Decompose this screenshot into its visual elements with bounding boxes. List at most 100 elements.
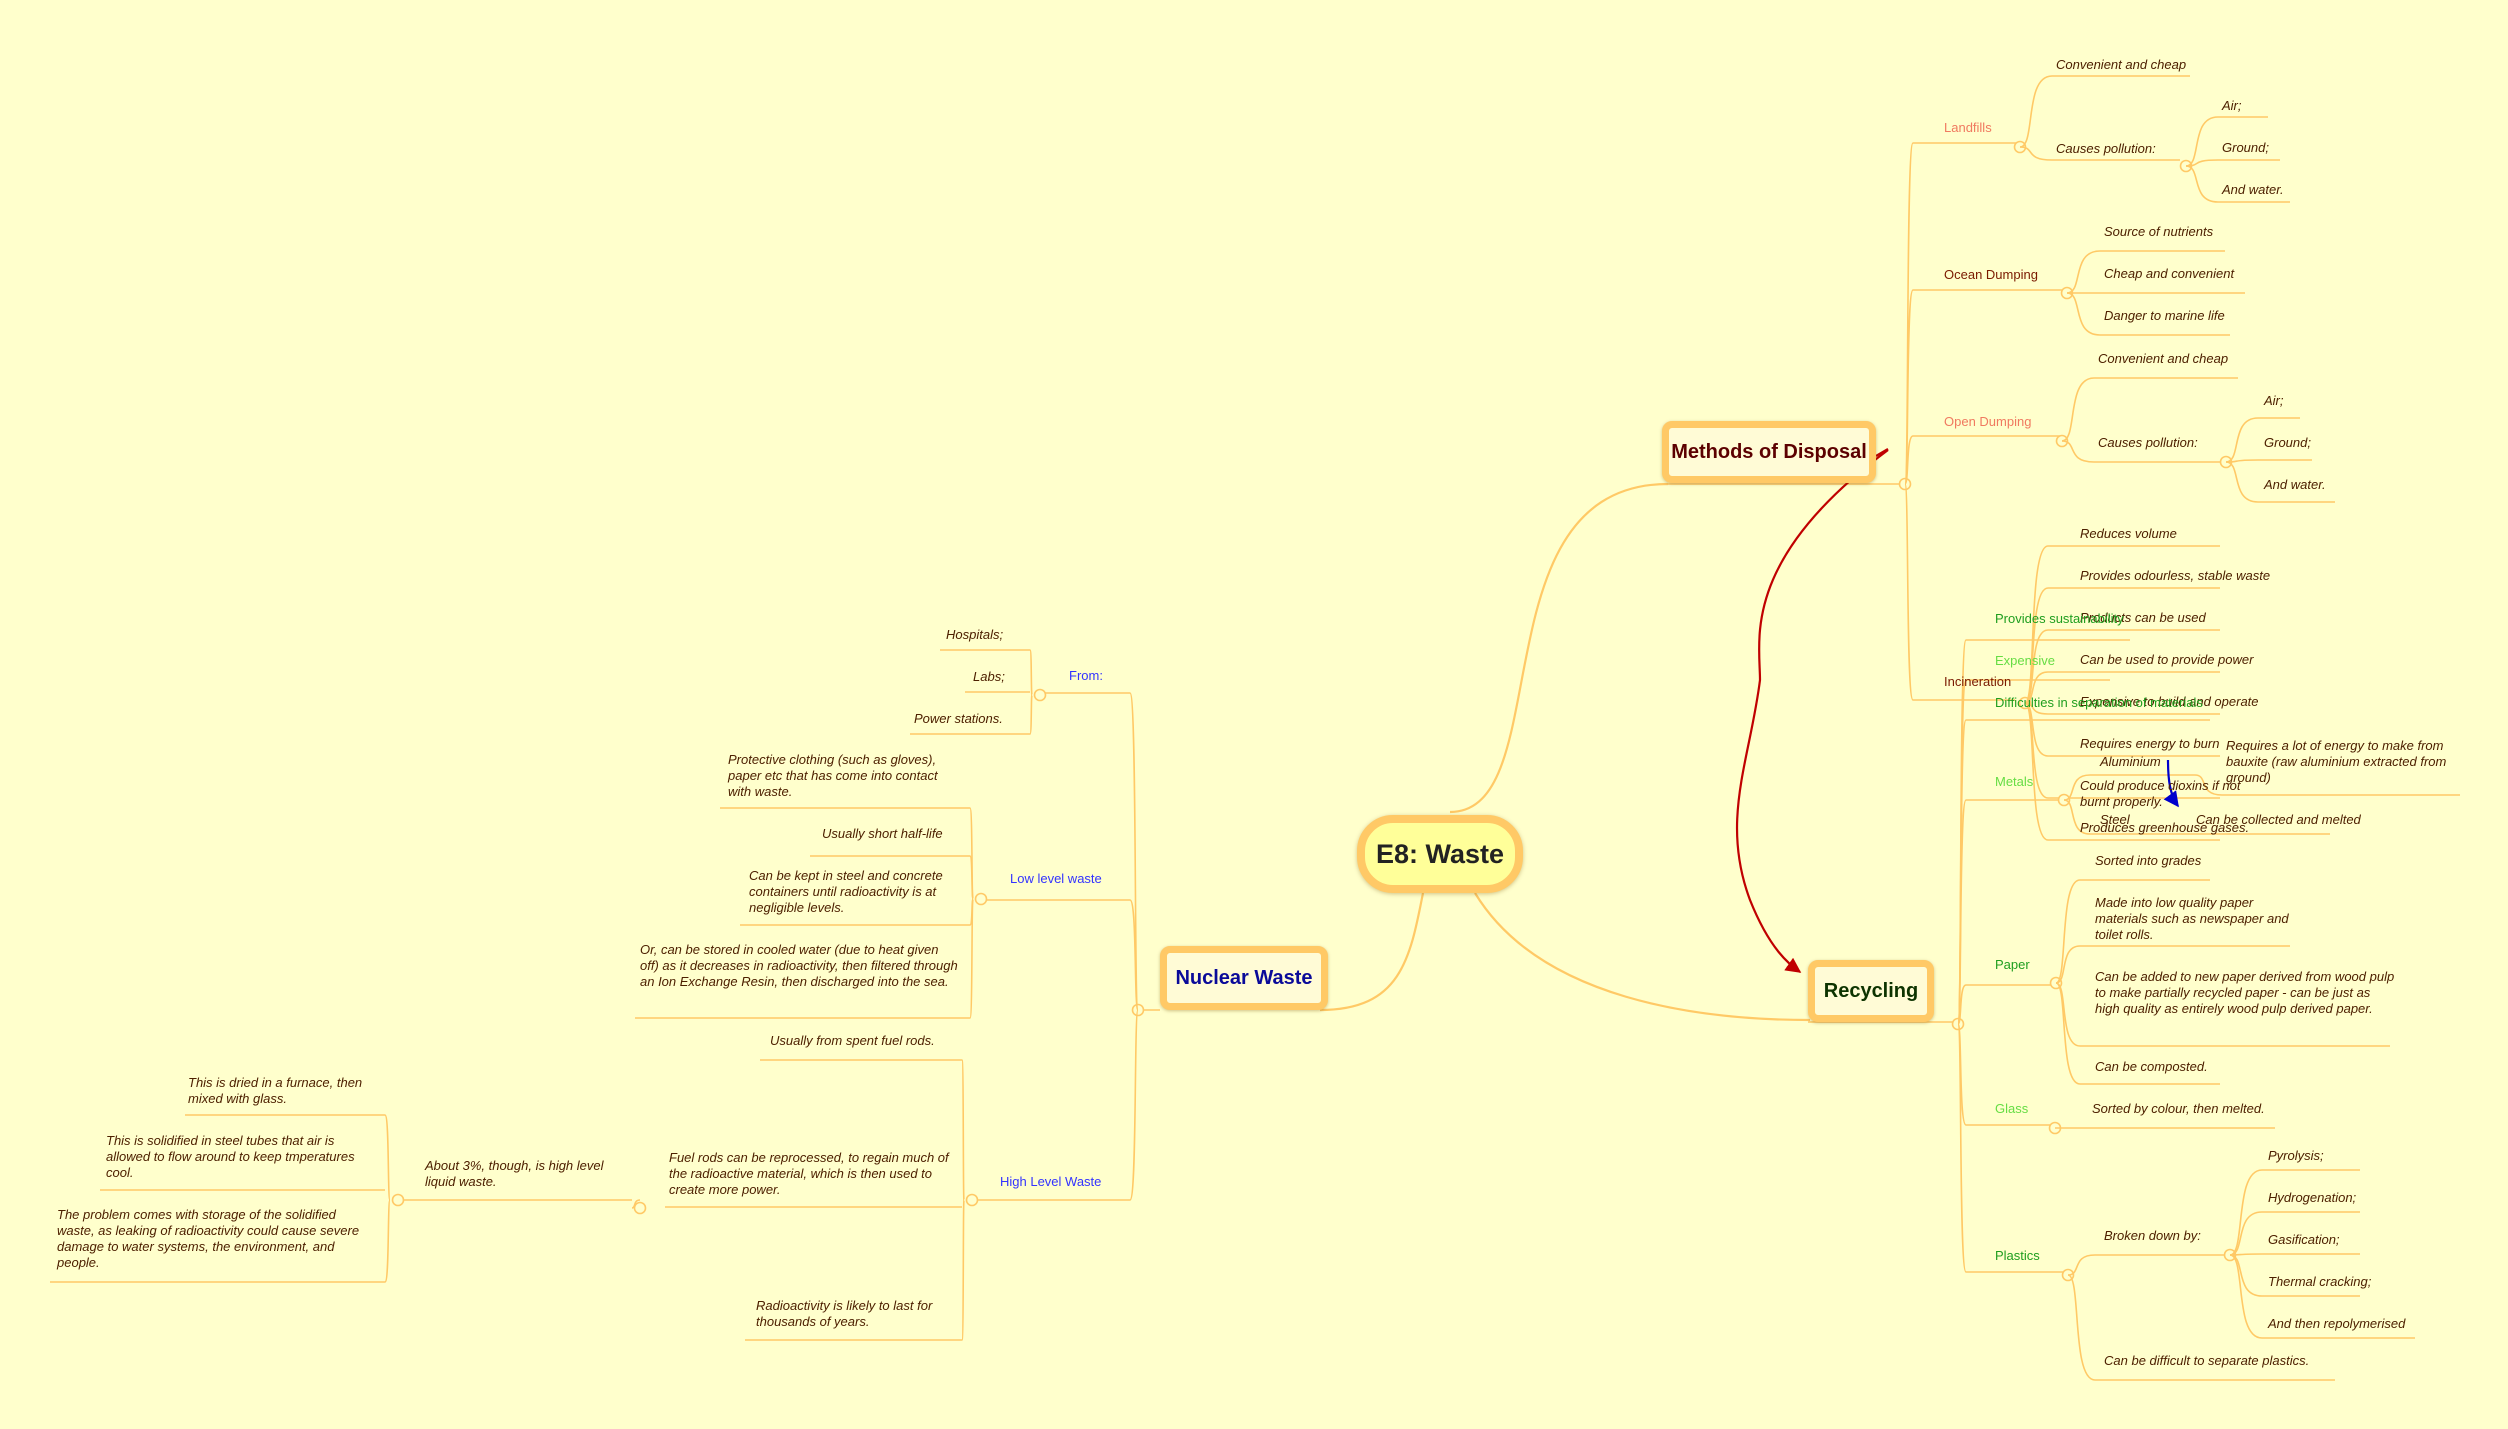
topic-text[interactable]: Labs; xyxy=(973,669,1005,684)
branch-curve xyxy=(969,855,974,900)
branch-curve xyxy=(1129,1009,1139,1201)
topic-text[interactable]: This is dried in a furnace, then mixed w… xyxy=(188,1075,363,1106)
branch-curve xyxy=(961,1199,965,1341)
branch-curve xyxy=(631,1199,641,1209)
branch-curve xyxy=(2055,879,2081,984)
topic-text[interactable]: Products can be used xyxy=(2080,610,2206,625)
main-topic-nuclear[interactable]: Nuclear Waste xyxy=(1160,946,1328,1010)
topic-text[interactable]: Aluminium xyxy=(2100,754,2161,769)
topic-text[interactable]: Cheap and convenient xyxy=(2104,266,2235,281)
topic-text[interactable]: And water. xyxy=(2264,477,2326,492)
topic-text[interactable]: Fuel rods can be reprocessed, to regain … xyxy=(669,1150,949,1197)
topic-text[interactable]: Requires energy to burn xyxy=(2080,736,2220,751)
topic-text[interactable]: Or, can be stored in cooled water (due t… xyxy=(640,942,958,989)
topic-text[interactable]: Thermal cracking; xyxy=(2268,1274,2372,1289)
topic-text[interactable]: Can be collected and melted xyxy=(2196,812,2361,827)
branch-curve xyxy=(1129,899,1139,1011)
topic-text[interactable]: Usually from spent fuel rods. xyxy=(770,1033,935,1048)
topic-text[interactable]: Ground; xyxy=(2222,140,2269,155)
topic-text[interactable]: Ground; xyxy=(2264,435,2311,450)
topic-ocean-dumping[interactable]: Ocean Dumping xyxy=(1944,267,2038,282)
collapse-toggle[interactable] xyxy=(965,1193,979,1207)
topic-text[interactable]: Air; xyxy=(2264,393,2284,408)
topic-text[interactable]: And water. xyxy=(2222,182,2284,197)
topic-text[interactable]: Power stations. xyxy=(914,711,1003,726)
branch-curve xyxy=(2061,440,2095,463)
topic-text[interactable]: Provides odourless, stable waste xyxy=(2080,568,2271,583)
collapse-toggle[interactable] xyxy=(974,892,988,906)
topic-text[interactable]: Sorted into grades xyxy=(2095,853,2202,868)
topic-paper[interactable]: Paper xyxy=(1995,957,2030,972)
topic-text[interactable]: Causes pollution: xyxy=(2056,141,2156,156)
collapse-toggle[interactable] xyxy=(1033,688,1047,702)
branch-curve xyxy=(1904,483,1914,701)
main-topic-disposal[interactable]: Methods of Disposal xyxy=(1662,421,1876,483)
topic-text[interactable]: Broken down by: xyxy=(2104,1228,2201,1243)
topic-text[interactable]: Requires a lot of energy to make from ba… xyxy=(2226,738,2447,785)
topic-text[interactable]: Made into low quality paper materials su… xyxy=(2095,895,2289,942)
branch-curve xyxy=(2229,1169,2263,1256)
branch-curve xyxy=(969,898,974,1019)
topic-text[interactable]: Hydrogenation; xyxy=(2268,1190,2357,1205)
topic-text[interactable]: Usually short half-life xyxy=(822,826,943,841)
topic-landfills[interactable]: Landfills xyxy=(1944,120,1992,135)
topic-text[interactable]: Can be kept in steel and concrete contai… xyxy=(749,868,943,915)
branch-curve xyxy=(2024,629,2049,704)
collapse-toggle[interactable] xyxy=(391,1193,405,1207)
topic-text[interactable]: Sorted by colour, then melted. xyxy=(2092,1101,2265,1116)
branch-curve xyxy=(2024,702,2049,841)
topic-incineration[interactable]: Incineration xyxy=(1944,674,2012,689)
topic-text[interactable]: Convenient and cheap xyxy=(2056,57,2187,72)
branch-curve xyxy=(2067,1254,2096,1276)
branch-curve xyxy=(1129,692,1139,1011)
topic-text[interactable]: Air; xyxy=(2222,98,2242,113)
topic-text[interactable]: Danger to marine life xyxy=(2104,308,2225,323)
topic-text[interactable]: About 3%, though, is high level liquid w… xyxy=(425,1158,604,1189)
topic-text[interactable]: Radioactivity is likely to last for thou… xyxy=(756,1298,933,1329)
topic-from[interactable]: From: xyxy=(1069,668,1103,683)
topic-text[interactable]: Source of nutrients xyxy=(2104,224,2214,239)
branch-curve xyxy=(2194,774,2223,796)
topic-metals[interactable]: Metals xyxy=(1995,774,2034,789)
topic-text[interactable]: Steel xyxy=(2100,812,2130,827)
topic-text[interactable]: Causes pollution: xyxy=(2098,435,2198,450)
branch-curve xyxy=(2225,461,2259,503)
topic-text[interactable]: The problem comes with storage of the so… xyxy=(57,1207,360,1270)
topic-text[interactable]: Protective clothing (such as gloves), pa… xyxy=(728,752,938,799)
collapse-toggle[interactable] xyxy=(633,1201,647,1215)
topic-text[interactable]: Convenient and cheap xyxy=(2098,351,2229,366)
topic-difficulties[interactable]: Difficulties in separation of materials xyxy=(1995,695,2203,710)
branch-curve xyxy=(1957,799,1967,1025)
topic-text[interactable]: Can be difficult to separate plastics. xyxy=(2104,1353,2310,1368)
topic-text[interactable]: Can be added to new paper derived from w… xyxy=(2095,969,2395,1016)
topic-sustainability[interactable]: Provides sustainability xyxy=(1995,611,2124,626)
topic-text[interactable]: Reduces volume xyxy=(2080,526,2177,541)
topic-text[interactable]: Produces greenhouse gases. xyxy=(2080,820,2250,835)
topic-low-level-waste[interactable]: Low level waste xyxy=(1010,871,1102,886)
branch-curve xyxy=(2024,671,2049,704)
topic-text[interactable]: And then repolymerised xyxy=(2268,1316,2406,1331)
main-topic-recycling[interactable]: Recycling xyxy=(1808,960,1934,1022)
topic-text[interactable]: Can be composted. xyxy=(2095,1059,2208,1074)
topic-plastics[interactable]: Plastics xyxy=(1995,1248,2040,1263)
topic-open-dumping[interactable]: Open Dumping xyxy=(1944,414,2032,429)
topic-expensive[interactable]: Expensive xyxy=(1995,653,2055,668)
branch-curve xyxy=(1904,289,1914,485)
branch-curve xyxy=(2019,146,2053,161)
topic-text[interactable]: Expensive to build and operate xyxy=(2080,694,2259,709)
topic-text[interactable]: Gasification; xyxy=(2268,1232,2340,1247)
topic-high-level-waste[interactable]: High Level Waste xyxy=(1000,1174,1102,1189)
branch-curve xyxy=(961,1059,965,1201)
relationship-arrow-tail xyxy=(1875,448,1889,457)
topic-text[interactable]: Can be used to provide power xyxy=(2080,652,2254,667)
branch-curve xyxy=(1029,649,1033,696)
topic-text[interactable]: Hospitals; xyxy=(946,627,1004,642)
topic-text[interactable]: Pyrolysis; xyxy=(2268,1148,2324,1163)
topic-text[interactable]: This is solidified in steel tubes that a… xyxy=(106,1133,355,1180)
branch-curve xyxy=(1474,892,1811,1022)
branch-curve xyxy=(2024,587,2049,704)
topic-text[interactable]: Could produce dioxins if not burnt prope… xyxy=(2080,778,2241,809)
central-topic[interactable]: E8: Waste xyxy=(1357,815,1523,893)
topic-glass[interactable]: Glass xyxy=(1995,1101,2029,1116)
